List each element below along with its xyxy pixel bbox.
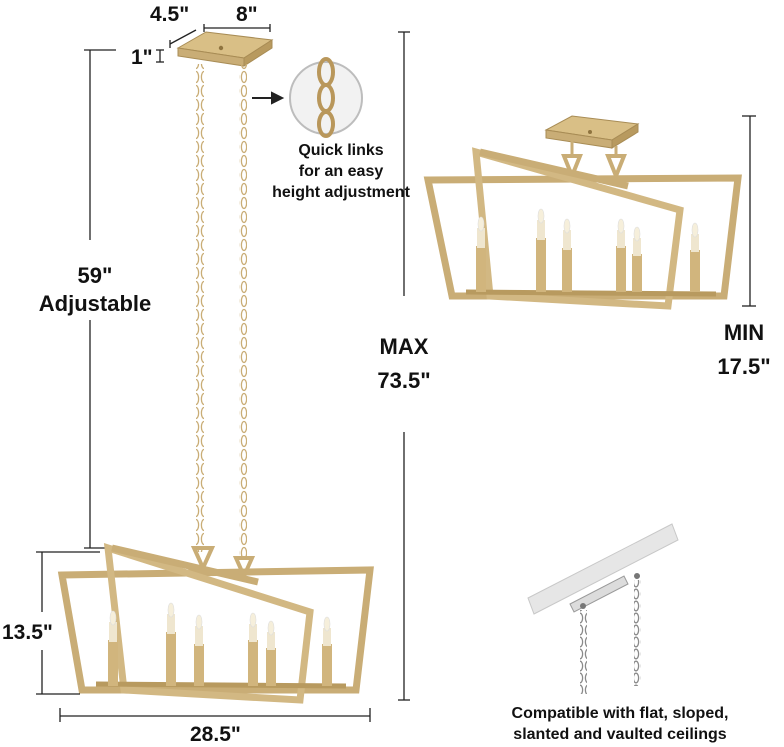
chain-length-value: 59" — [77, 263, 113, 288]
max-value: 73.5" — [377, 368, 431, 393]
canopy-depth-label: 4.5" — [150, 3, 190, 26]
fixture-hanging — [57, 543, 374, 704]
compatible-line-1: Compatible with flat, sloped, — [511, 705, 729, 722]
fixture-height-label: 13.5" — [2, 621, 53, 644]
fixture-height-dimension — [36, 551, 100, 695]
fixture-semi-flush — [423, 115, 742, 310]
min-height-label: MIN 17.5" — [704, 316, 784, 384]
callout-arrow — [252, 91, 285, 105]
fixture-width-label: 28.5" — [190, 723, 241, 746]
sloped-ceiling-illustration — [527, 523, 679, 694]
chain-left — [196, 64, 204, 552]
min-value: 17.5" — [717, 354, 771, 379]
min-dimension-line — [742, 115, 756, 307]
candles-semi-flush — [476, 208, 700, 292]
max-height-label: MAX 73.5" — [350, 330, 458, 398]
quick-links-line-1: Quick links — [298, 142, 384, 159]
max-label: MAX — [379, 334, 429, 359]
max-dimension-line — [398, 31, 410, 701]
candles — [108, 602, 332, 686]
canopy-height-label: 1" — [131, 46, 153, 69]
chain-right — [239, 64, 247, 558]
chain-length-note: Adjustable — [38, 291, 152, 316]
compatible-ceilings-label: Compatible with flat, sloped, slanted an… — [470, 703, 770, 745]
min-label: MIN — [723, 320, 765, 345]
quick-links-callout: Quick links for an easy height adjustmen… — [266, 140, 416, 203]
fixture-width-dimension — [59, 708, 371, 722]
compatible-line-2: slanted and vaulted ceilings — [513, 726, 727, 743]
canopy-dimension-lines — [156, 24, 271, 63]
canopy-width-label: 8" — [236, 3, 258, 26]
canopy — [176, 31, 274, 67]
chain-length-label: 59" Adjustable — [22, 262, 168, 318]
quick-links-line-2: for an easy — [298, 163, 384, 180]
quick-links-line-3: height adjustment — [272, 184, 410, 201]
quick-link-magnifier — [289, 57, 363, 138]
